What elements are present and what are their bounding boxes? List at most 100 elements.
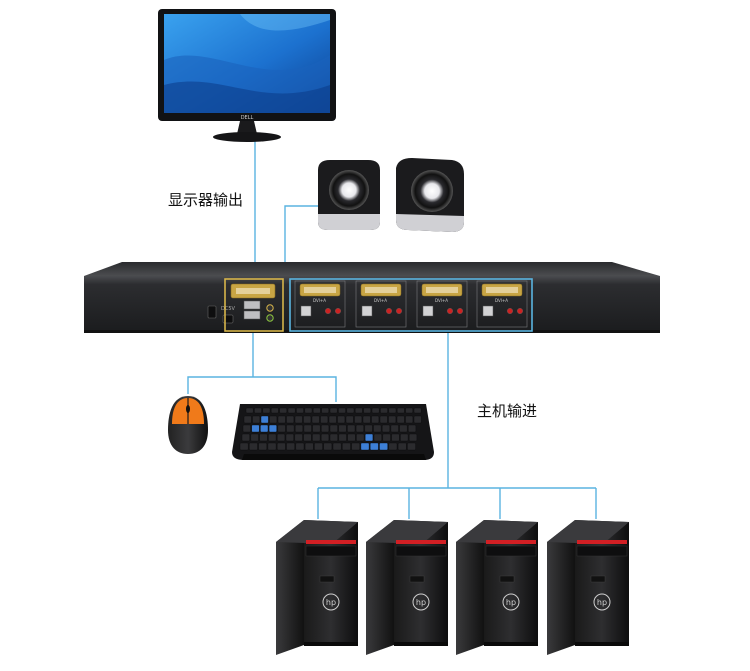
speakers xyxy=(318,158,464,232)
keyboard-key xyxy=(239,442,249,451)
monitor: DELL xyxy=(158,9,336,142)
host-usb-b-port xyxy=(482,305,494,317)
host-port-bay-1: DVI+A xyxy=(294,280,346,328)
keyboard-key xyxy=(254,407,262,414)
keyboard-key xyxy=(337,415,346,424)
keyboard-key xyxy=(267,442,277,451)
keyboard-key xyxy=(363,407,372,414)
pc-accent-stripe xyxy=(486,540,536,544)
keyboard-key xyxy=(373,424,382,433)
pc-brand-text: hp xyxy=(597,598,607,607)
speaker-left xyxy=(318,160,380,230)
host-port-bay-3: DVI+A xyxy=(416,280,468,328)
speaker-right xyxy=(396,158,464,232)
keyboard-key xyxy=(252,415,261,424)
keyboard-key xyxy=(329,433,338,442)
keyboard-key xyxy=(312,424,321,433)
keyboard-key xyxy=(303,433,312,442)
hp-logo-icon xyxy=(593,593,611,611)
keyboard-key xyxy=(382,424,391,433)
keyboard-key xyxy=(397,407,405,414)
keyboard-key xyxy=(346,407,355,414)
keyboard-key xyxy=(268,424,277,433)
host-port-label: DVI+A xyxy=(435,298,448,303)
host-audio-jack xyxy=(446,307,454,315)
keyboard-key xyxy=(351,442,361,451)
console-label-text: DC5V xyxy=(221,306,236,312)
monitor-stand xyxy=(213,132,281,142)
keyboard-key xyxy=(320,415,329,424)
pc-tower-1: hp xyxy=(276,520,358,655)
keyboard-key xyxy=(338,433,347,442)
keyboard-key xyxy=(399,424,408,433)
keyboard-key xyxy=(379,415,388,424)
pc-tower-4: hp xyxy=(547,520,629,655)
keyboard-key xyxy=(245,407,254,414)
keyboard-key xyxy=(329,407,338,414)
host-usb-b-port xyxy=(361,305,373,317)
console-usb-port xyxy=(243,310,261,320)
keyboard-key xyxy=(370,442,379,451)
keyboard-key xyxy=(388,407,397,414)
keyboard-key xyxy=(294,433,303,442)
keyboard-key xyxy=(373,433,382,442)
host-port-label: DVI+A xyxy=(313,298,326,303)
keyboard-key xyxy=(388,442,398,451)
pc-accent-stripe xyxy=(396,540,446,544)
pc-tower-2: hp xyxy=(366,520,448,655)
keyboard xyxy=(232,404,434,460)
keyboard-key xyxy=(294,415,303,424)
keyboard-key xyxy=(312,433,321,442)
monitor-brand-text: DELL xyxy=(241,115,254,121)
keyboard-key xyxy=(250,433,259,442)
keyboard-key xyxy=(262,407,271,414)
keyboard-key xyxy=(314,442,323,451)
keyboard-key xyxy=(332,442,342,451)
keyboard-key xyxy=(277,415,286,424)
keyboard-key xyxy=(271,407,279,414)
hp-logo-icon xyxy=(322,593,340,611)
keyboard-key xyxy=(409,433,418,442)
keyboard-key xyxy=(356,433,365,442)
keyboard-key xyxy=(277,424,286,433)
keyboard-key xyxy=(347,424,356,433)
keyboard-key xyxy=(355,407,363,414)
keyboard-key xyxy=(277,433,286,442)
host-audio-jack xyxy=(385,307,393,315)
mouse xyxy=(168,396,208,454)
keyboard-key xyxy=(355,424,364,433)
keyboard-key xyxy=(313,407,321,414)
keyboard-key xyxy=(354,415,363,424)
keyboard-key xyxy=(321,424,330,433)
keyboard-key xyxy=(391,433,400,442)
keyboard-key xyxy=(388,415,397,424)
keyboard-key xyxy=(260,424,269,433)
keyboard-key xyxy=(279,407,288,414)
keyboard-key xyxy=(365,433,374,442)
keyboard-key xyxy=(396,415,405,424)
host-port-bay-2: DVI+A xyxy=(355,280,407,328)
host-port-group xyxy=(289,278,533,332)
keyboard-key xyxy=(303,415,312,424)
console-audio-jack xyxy=(266,314,274,322)
pc-brand-text: hp xyxy=(416,598,426,607)
host-port-bay-4: DVI+A xyxy=(476,280,528,328)
keyboard-key xyxy=(304,407,313,414)
keyboard-key xyxy=(362,415,371,424)
keyboard-key xyxy=(405,415,414,424)
keyboard-key xyxy=(380,407,388,414)
keyboard-key xyxy=(295,442,305,451)
console-audio-jack xyxy=(266,304,274,312)
keyboard-key xyxy=(342,442,351,451)
host-usb-b-port xyxy=(300,305,312,317)
keyboard-key xyxy=(382,433,391,442)
keyboard-key xyxy=(269,415,278,424)
keyboard-key xyxy=(296,407,304,414)
keyboard-key xyxy=(364,424,373,433)
keyboard-key xyxy=(400,433,409,442)
keyboard-key xyxy=(311,415,320,424)
keyboard-key xyxy=(328,415,337,424)
mouse-link-line xyxy=(187,376,253,394)
power-switch-icon xyxy=(207,305,217,319)
